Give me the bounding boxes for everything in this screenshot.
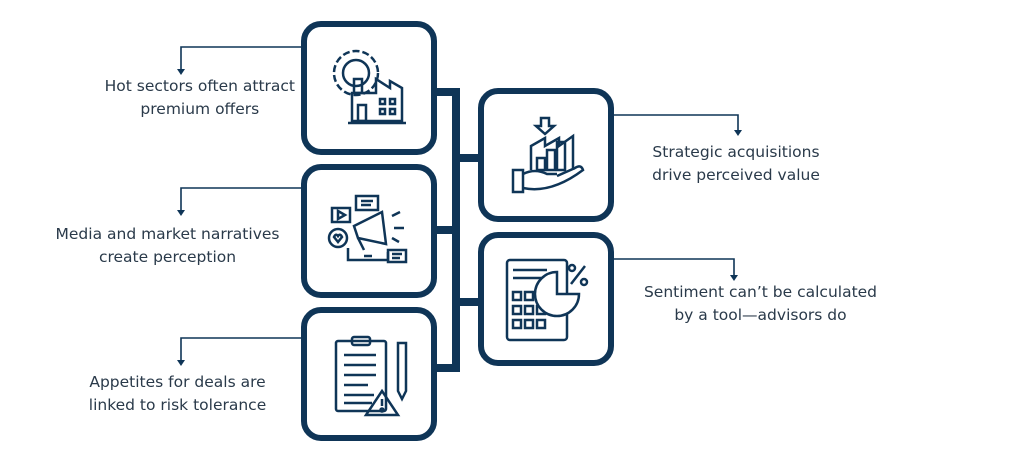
hand-growth-chart-icon: [511, 116, 585, 194]
label-line: Sentiment can’t be calculated: [643, 283, 878, 301]
label-line: Media and market narratives: [55, 225, 280, 243]
megaphone-media-icon: [327, 194, 408, 264]
gear-factory-icon: [332, 49, 406, 125]
arrow-line-2: [180, 187, 303, 211]
label-sentiment: Sentiment can’t be calculated by a tool—…: [628, 281, 893, 327]
label-line: drive perceived value: [652, 166, 820, 184]
label-acquisitions: Strategic acquisitions drive perceived v…: [636, 141, 836, 187]
box-sentiment: [478, 232, 614, 366]
label-line: linked to risk tolerance: [88, 396, 267, 414]
arrow-line-1: [180, 46, 303, 70]
calculator-pie-chart-icon: [505, 258, 589, 342]
arrow-line-5: [612, 258, 735, 276]
label-media: Media and market narratives create perce…: [40, 223, 295, 269]
label-appetites: Appetites for deals are linked to risk t…: [60, 371, 295, 417]
arrow-line-3: [180, 337, 303, 361]
label-line: by a tool—advisors do: [674, 306, 847, 324]
box-hot-sectors: [301, 21, 437, 155]
label-line: Hot sectors often attract: [104, 77, 295, 95]
label-line: Strategic acquisitions: [652, 143, 820, 161]
label-line: premium offers: [140, 100, 260, 118]
box-media: [301, 164, 437, 298]
clipboard-warning-icon: [334, 335, 408, 417]
arrow-line-4: [612, 114, 739, 131]
branch-lines: [435, 88, 480, 372]
label-line: Appetites for deals are: [89, 373, 266, 391]
label-line: create perception: [98, 248, 237, 266]
label-hot-sectors: Hot sectors often attract premium offers: [105, 75, 295, 121]
box-appetites: [301, 307, 437, 441]
box-acquisitions: [478, 88, 614, 222]
